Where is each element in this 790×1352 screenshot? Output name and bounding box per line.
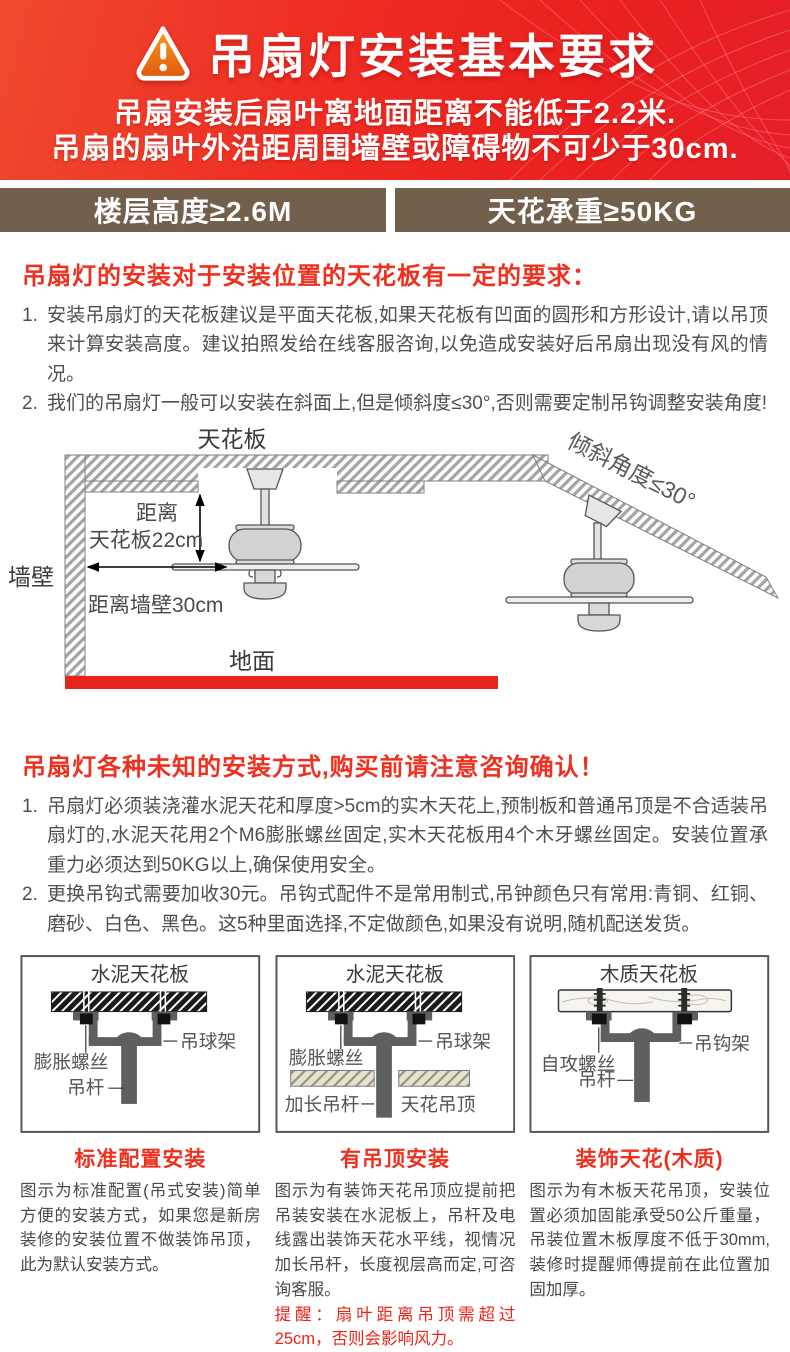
banner-subtitle: 吊扇安装后扇叶离地面距离不能低于2.2米. 吊扇的扇叶外沿距周围墙壁或障碍物不可… [0,97,790,167]
screw-label: 膨胀螺丝 [288,1048,363,1069]
install-methods-row: 水泥天花板 膨胀螺丝 吊球架 吊杆 标准 [0,953,790,1352]
anchor-head [412,1013,425,1025]
suspended-ceiling-panel [289,1069,375,1087]
wall-hatch [64,454,86,677]
sloped-ceiling-hatch [531,453,780,599]
bracket-label: 吊球架 [435,1031,491,1052]
method-suspended-diagram: 水泥天花板 膨胀螺丝 吊球架 [275,955,515,1133]
svg-text:距离: 距离 [136,502,178,525]
list-item: 2. 更换吊钩式需要加收30元。吊钩式配件不是常用制式,吊钟颜色只有常用:青铜、… [22,880,768,939]
label-leader-lines [85,1025,178,1089]
banner-subtitle-line1: 吊扇安装后扇叶离地面距离不能低于2.2米. [113,98,677,130]
floor-label: 地面 [229,648,275,674]
section1-list: 1. 安装吊扇灯的天花板建议是平面天花板,如果天花板有凹面的圆形和方形设计,请以… [22,301,768,419]
anchor-head [79,1013,93,1025]
bracket-label: 吊钩架 [694,1033,750,1054]
method-suspended-ceiling: 水泥天花板 膨胀螺丝 吊球架 [274,953,516,1352]
suspended-ceiling-panel [397,1069,470,1087]
banner-title-row: 吊扇灯安装基本要求 [0,0,790,87]
expansion-screws [83,989,167,1012]
dimension-wall-distance: 距离墙壁30cm [86,561,228,617]
banner-subtitle-line2: 吊扇的扇叶外沿距周围墙壁或障碍物不可少于30cm. [51,132,739,165]
section2-heading: 吊扇灯各种未知的安装方式,购买前请注意咨询确认！ [22,753,605,781]
hanging-bracket [586,1011,699,1102]
dimension-ceiling-distance: 距离 天花板22cm [89,493,205,563]
spec-bars: 楼层高度≥2.6M 天花承重≥50KG [0,188,790,232]
screw-head [592,1013,607,1025]
list-item-text: 更换吊钩式需要加收30元。吊钩式配件不是常用制式,吊钟颜色只有常用:青铜、红铜、… [47,884,768,935]
spec-bar-floor-height: 楼层高度≥2.6M [0,188,386,232]
method-wooden-diagram: 木质天花板 [529,955,770,1133]
expansion-screws [337,989,421,1012]
panel-label: 天花吊顶 [400,1094,475,1115]
screw-head [677,1013,693,1025]
list-item-number: 2. [22,884,38,906]
rod-label: 吊杆 [578,1069,615,1090]
ceiling-hatch [64,454,549,494]
page-title: 吊扇灯安装基本要求 [208,30,658,83]
ceiling-label: 天花板 [198,426,267,452]
method-heading: 标准配置安装 [74,1147,207,1171]
ceiling-fan-sloped [505,493,694,632]
anchor-head [157,1013,171,1025]
svg-text:天花板22cm: 天花板22cm [89,529,203,552]
concrete-slab [305,991,462,1013]
section1-heading: 吊扇灯的安装对于安装位置的天花板有一定的要求： [22,263,597,290]
method-standard: 水泥天花板 膨胀螺丝 吊球架 吊杆 标准 [20,953,261,1352]
section-ceiling-requirements: 吊扇灯的安装对于安装位置的天花板有一定的要求： 1. 安装吊扇灯的天花板建议是平… [0,232,790,419]
anchor-head [334,1013,348,1025]
method-heading: 装饰天花(木质) [575,1147,724,1171]
section-install-methods-notice: 吊扇灯各种未知的安装方式,购买前请注意咨询确认！ 1. 吊扇灯必须装浇灌水泥天花… [0,723,790,939]
method-wooden-ceiling: 木质天花板 [529,953,770,1352]
warning-icon [136,25,190,81]
method-description: 图示为标准配置(吊式安装)简单方便的安装方式，如果您是新房装修的安装位置不做装饰… [20,1181,261,1275]
header-banner: 吊扇灯安装基本要求 吊扇安装后扇叶离地面距离不能低于2.2米. 吊扇的扇叶外沿距… [0,0,790,180]
self-tapping-screws [594,987,691,1020]
svg-text:距离墙壁30cm: 距离墙壁30cm [88,594,223,617]
method-standard-diagram: 水泥天花板 膨胀螺丝 吊球架 吊杆 [20,955,261,1133]
diagram-title: 水泥天花板 [91,964,189,986]
method-description: 图示为有装饰天花吊顶应提前把吊装安装在水泥板上，吊杆及电线露出装饰天花水平线，视… [274,1181,516,1299]
list-item: 1. 吊扇灯必须装浇灌水泥天花和厚度>5cm的实木天花上,预制板和普通吊顶是不合… [22,792,768,880]
wall-label: 墙壁 [8,564,54,590]
list-item: 1. 安装吊扇灯的天花板建议是平面天花板,如果天花板有凹面的圆形和方形设计,请以… [22,301,768,389]
list-item-number: 1. [22,305,38,326]
method-warning-note: 提醒：扇叶距离吊顶需超过25cm，否则会影响风力。 [274,1305,516,1349]
bracket-label: 吊球架 [180,1031,236,1052]
screw-label: 自攻螺丝 [541,1053,616,1074]
spec-bar-ceiling-weight: 天花承重≥50KG [395,188,790,232]
list-item-number: 2. [22,393,38,415]
installation-room-diagram: 天花板 倾斜角度≤30° 墙壁 地面 距离 天花板22cm 距离墙壁30cm [8,426,780,689]
method-description: 图示为有木板天花吊顶，安装位置必须加固能承受50公斤重量，吊装位置木板厚度不低于… [529,1181,771,1299]
concrete-slab [50,991,208,1013]
diagram-title: 木质天花板 [600,964,698,986]
list-item-number: 1. [22,795,38,817]
list-item-text: 我们的吊扇灯一般可以安装在斜面上,但是倾斜度≤30°,否则需要定制吊钩调整安装角… [47,393,767,415]
rod-label: 吊杆 [67,1077,104,1098]
list-item: 2. 我们的吊扇灯一般可以安装在斜面上,但是倾斜度≤30°,否则需要定制吊钩调整… [22,389,768,418]
wood-slab [558,989,733,1013]
rod-label: 加长吊杆 [284,1094,359,1115]
label-leader-lines [339,1025,432,1105]
screw-label: 膨胀螺丝 [34,1051,109,1072]
section2-list: 1. 吊扇灯必须装浇灌水泥天花和厚度>5cm的实木天花上,预制板和普通吊顶是不合… [22,792,768,939]
label-leader-lines [598,1027,693,1081]
list-item-text: 安装吊扇灯的天花板建议是平面天花板,如果天花板有凹面的圆形和方形设计,请以吊顶来… [47,305,768,385]
method-heading: 有吊顶安装 [340,1147,450,1171]
diagram-title: 水泥天花板 [345,964,443,986]
list-item-text: 吊扇灯必须装浇灌水泥天花和厚度>5cm的实木天花上,预制板和普通吊顶是不合适装吊… [47,795,768,876]
floor-line [65,675,498,689]
